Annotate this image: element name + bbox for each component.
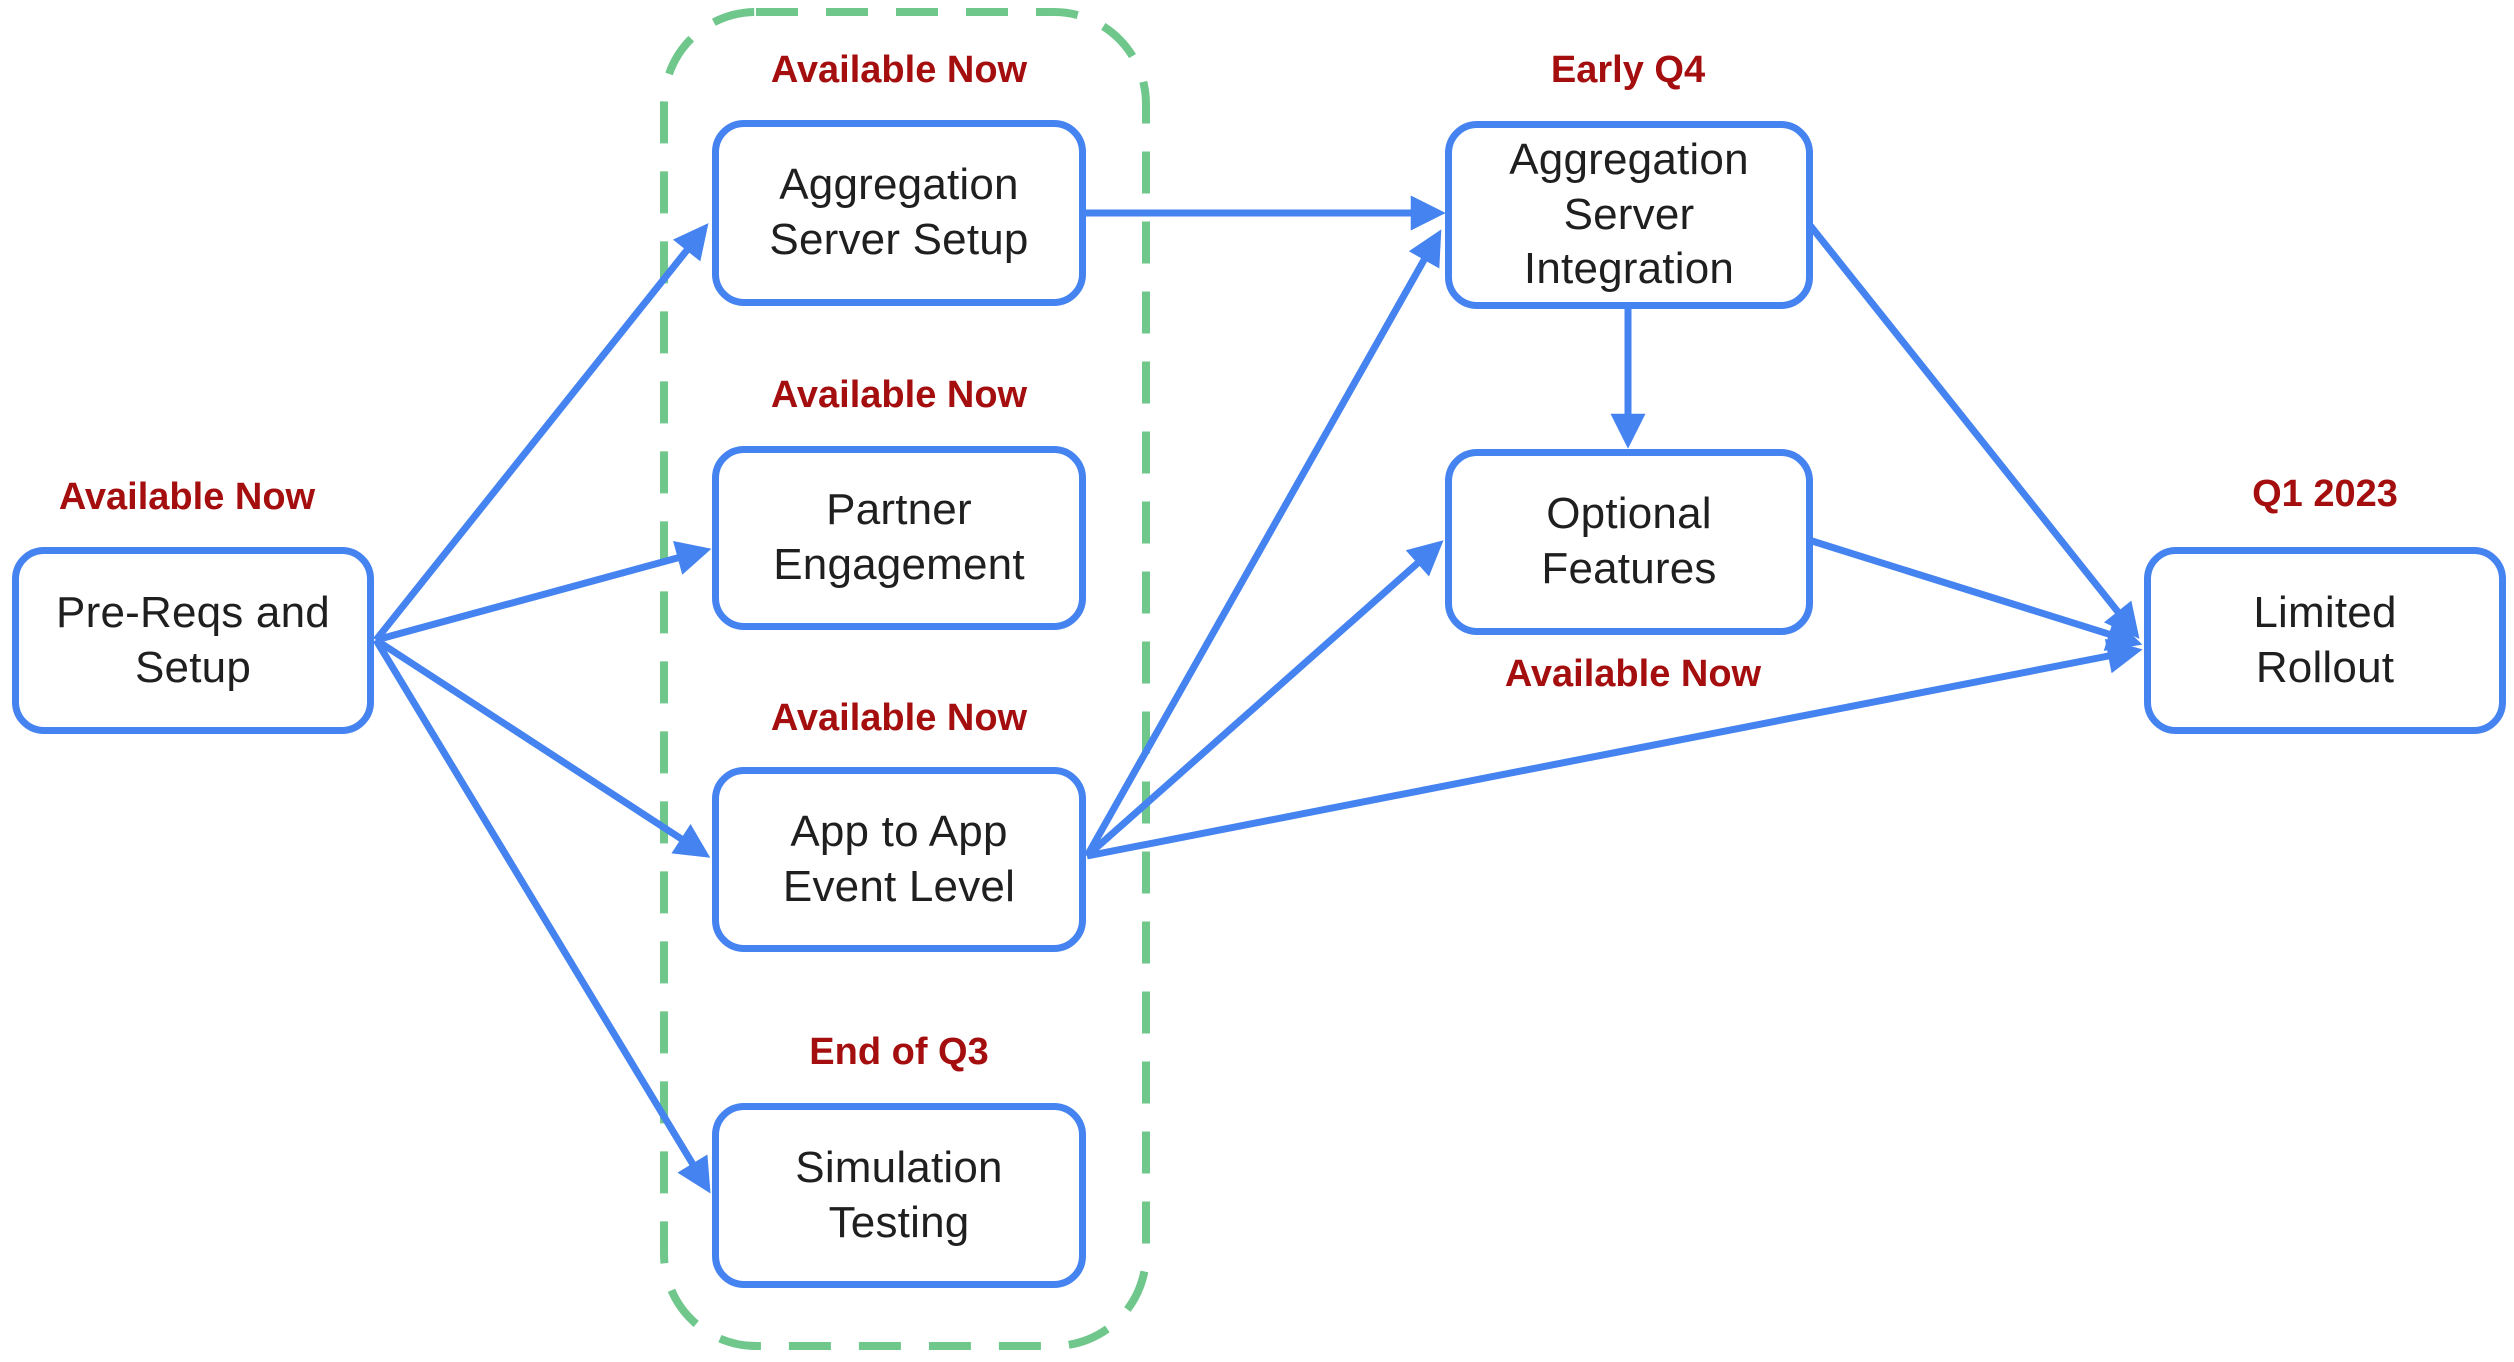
status-label-aggregation-server-integration: Early Q4 [1550, 49, 1706, 91]
status-label-limited-rollout: Q1 2023 [2252, 473, 2398, 515]
node-label-aggregation-server-setup: Aggregation Server Setup [769, 160, 1029, 264]
status-label-partner-engagement: Available Now [770, 374, 1028, 416]
edge-app-to-app-to-limited-rollout [1086, 638, 2143, 860]
node-label-pre-reqs-and-setup: Pre-Reqs and Setup [56, 587, 330, 692]
status-label-pre-reqs-and-setup: Available Now [58, 476, 316, 518]
node-aggregation-server-setup: Aggregation Server Setup [712, 120, 1086, 306]
status-label-aggregation-server-setup: Available Now [770, 49, 1028, 91]
edge-prereqs-to-app-to-app [374, 637, 711, 858]
node-label-app-to-app-event-level: App to App Event Level [782, 806, 1016, 911]
edge-agg-integration-to-limited-rollout [1806, 221, 2140, 639]
edge-app-to-app-to-agg-integration [1083, 229, 1442, 858]
edge-app-to-app-to-optional-features [1084, 540, 1444, 859]
status-label-optional-features: Available Now [1504, 653, 1762, 695]
node-app-to-app-event-level: App to App Event Level [712, 767, 1086, 952]
edge-prereqs-to-simulation-testing [373, 638, 711, 1194]
node-label-limited-rollout: Limited Rollout [2253, 587, 2397, 692]
node-label-aggregation-server-integration: Aggregation Server Integration [1509, 135, 1749, 294]
edge-prereqs-to-partner-engagement [375, 541, 712, 644]
node-label-simulation-testing: Simulation Testing [795, 1142, 1003, 1247]
node-limited-rollout: Limited Rollout [2144, 547, 2506, 734]
node-label-partner-engagement: Partner Engagement [773, 485, 1025, 589]
edge-prereqs-to-aggregation-server-setup [373, 223, 709, 643]
node-partner-engagement: Partner Engagement [712, 446, 1086, 630]
available-now-group-outline [660, 8, 1150, 1350]
edge-optional-features-to-limited-rollout [1810, 537, 2143, 651]
status-label-app-to-app-event-level: Available Now [770, 697, 1028, 739]
node-label-optional-features: Optional Features [1541, 489, 1717, 593]
status-label-simulation-testing: End of Q3 [809, 1031, 989, 1073]
node-pre-reqs-and-setup: Pre-Reqs and Setup [12, 547, 374, 734]
node-simulation-testing: Simulation Testing [712, 1103, 1086, 1288]
node-optional-features: Optional Features [1445, 449, 1813, 635]
node-aggregation-server-integration: Aggregation Server Integration [1445, 121, 1813, 309]
